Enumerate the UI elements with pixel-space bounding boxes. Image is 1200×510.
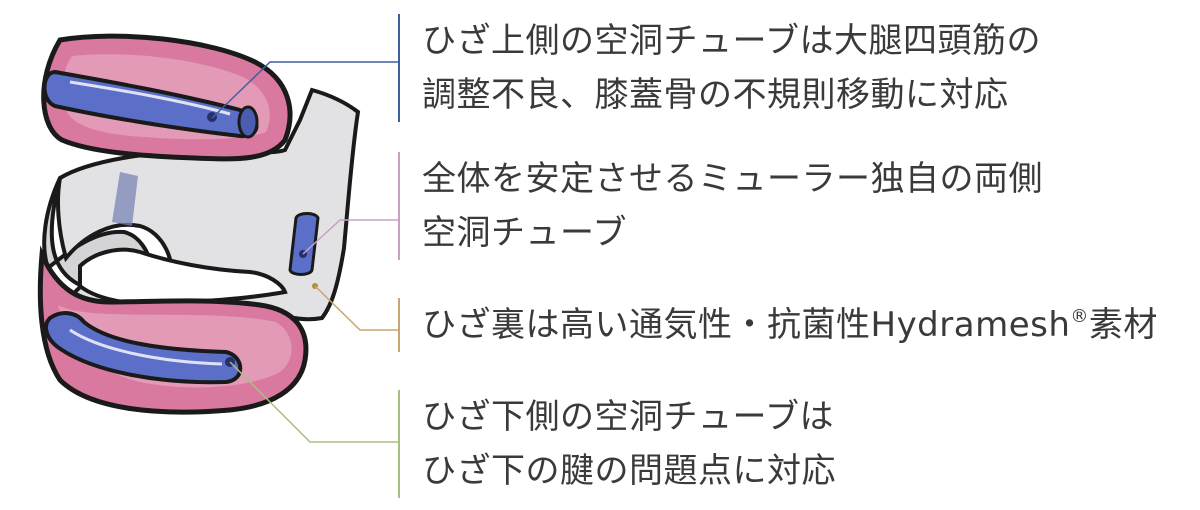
callout-side-tubes-line-2: 空洞チューブ [422,213,627,253]
callout-hydramesh-line: ひざ裏は高い通気性・抗菌性Hydramesh®素材 [422,298,1188,352]
callout-side-tubes-line-1: 全体を安定させるミューラー独自の両側 [422,159,1043,199]
callout-upper-tube-line-1: ひざ上側の空洞チューブは大腿四頭筋の [422,21,1041,61]
callout-hydramesh-suffix: 素材 [1088,305,1158,345]
callout-hydramesh-text: ひざ裏は高い通気性・抗菌性Hydramesh [422,305,1071,345]
callout-upper-tube: ひざ上側の空洞チューブは大腿四頭筋の 調整不良、膝蓋骨の不規則移動に対応 [398,14,1188,122]
registered-mark: ® [1070,306,1089,327]
leader-line-2 [302,219,398,255]
callout-lower-tube-line-2: ひざ下の腱の問題点に対応 [422,451,836,491]
leader-line-1 [211,61,398,119]
callout-upper-tube-line-2: 調整不良、膝蓋骨の不規則移動に対応 [422,75,1009,115]
upper-tube [42,69,259,139]
callout-hydramesh: ひざ裏は高い通気性・抗菌性Hydramesh®素材 [398,298,1188,352]
callout-lower-tube-line-1: ひざ下側の空洞チューブは [422,397,834,437]
leader-line-4 [229,361,398,443]
side-tube-left [112,172,138,226]
callout-side-tubes: 全体を安定させるミューラー独自の両側 空洞チューブ [398,152,1188,260]
leader-line-3 [314,285,398,331]
lower-tube [44,311,243,385]
callout-lower-tube: ひざ下側の空洞チューブは ひざ下の腱の問題点に対応 [398,390,1188,498]
